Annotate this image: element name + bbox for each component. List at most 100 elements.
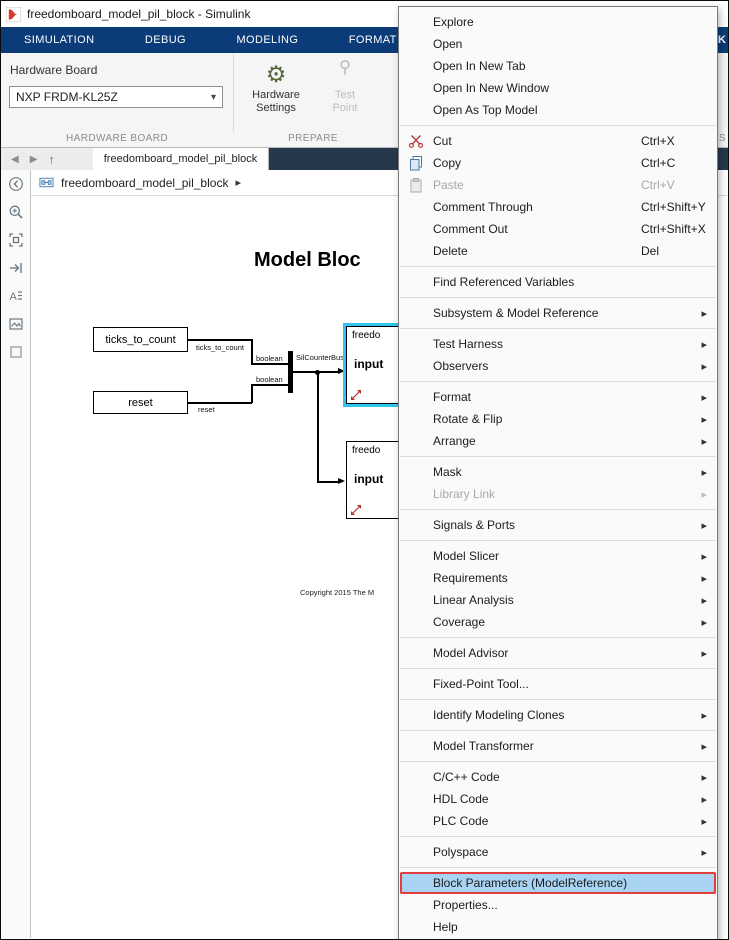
menu-item-label: Signals & Ports — [433, 518, 516, 532]
document-tab[interactable]: freedomboard_model_pil_block — [93, 148, 269, 170]
menu-separator — [400, 540, 716, 541]
signal-wire[interactable] — [317, 481, 339, 483]
signal-wire[interactable] — [251, 384, 289, 386]
menu-item-mask[interactable]: Mask ▸ — [399, 461, 717, 483]
input-port-label: input — [354, 472, 384, 486]
forward-icon[interactable]: ▶ — [29, 153, 38, 165]
up-to-parent-icon[interactable]: ↑ — [48, 151, 55, 167]
menu-item-block-parameters-modelreference[interactable]: Block Parameters (ModelReference) — [400, 872, 716, 894]
menu-item-label: Arrange — [433, 434, 476, 448]
tab-format[interactable]: FORMAT — [348, 34, 397, 46]
menu-item-find-referenced-variables[interactable]: Find Referenced Variables — [399, 271, 717, 293]
annotation-icon[interactable]: A — [8, 288, 24, 304]
menu-item-explore[interactable]: Explore — [399, 11, 717, 33]
menu-item-open-in-new-window[interactable]: Open In New Window — [399, 77, 717, 99]
block-label: ticks_to_count — [105, 333, 176, 346]
block-label: reset — [128, 396, 153, 409]
signal-label: ticks_to_count — [196, 343, 244, 352]
hardware-board-value: NXP FRDM-KL25Z — [16, 90, 118, 104]
breadcrumb-path[interactable]: freedomboard_model_pil_block — [61, 175, 229, 190]
menu-item-delete[interactable]: Delete Del — [399, 240, 717, 262]
signal-wire[interactable] — [188, 339, 252, 341]
menu-item-library-link: Library Link▸ — [399, 483, 717, 505]
hide-browser-icon[interactable] — [8, 176, 24, 192]
open-model-badge-icon[interactable] — [350, 503, 362, 515]
menu-item-format[interactable]: Format▸ — [399, 386, 717, 408]
menu-item-observers[interactable]: Observers▸ — [399, 355, 717, 377]
submenu-arrow-icon: ▸ — [701, 466, 707, 479]
hardware-settings-button[interactable]: ⚙ Hardware Settings — [243, 59, 309, 115]
select-area-icon[interactable] — [8, 344, 24, 360]
menu-separator — [400, 730, 716, 731]
menu-separator — [400, 381, 716, 382]
tab-modeling[interactable]: MODELING — [236, 34, 299, 46]
signal-wire[interactable] — [317, 372, 319, 482]
menu-item-fixed-point-tool[interactable]: Fixed-Point Tool... — [399, 673, 717, 695]
menu-item-label: Open — [433, 37, 463, 51]
signal-wire[interactable] — [251, 363, 289, 365]
menu-item-label: Properties... — [433, 898, 498, 912]
menu-item-plc-code[interactable]: PLC Code▸ — [399, 810, 717, 832]
menu-item-properties[interactable]: Properties... — [399, 894, 717, 916]
menu-item-open-in-new-tab[interactable]: Open In New Tab — [399, 55, 717, 77]
submenu-arrow-icon: ▸ — [701, 740, 707, 753]
menu-item-arrange[interactable]: Arrange▸ — [399, 430, 717, 452]
menu-item-hdl-code[interactable]: HDL Code▸ — [399, 788, 717, 810]
zoom-icon[interactable] — [8, 204, 24, 220]
menu-item-label: Comment Through — [433, 200, 533, 214]
menu-item-subsystem-model-reference[interactable]: Subsystem & Model Reference▸ — [399, 302, 717, 324]
submenu-arrow-icon: ▸ — [701, 519, 707, 532]
menu-shortcut: Del — [641, 244, 660, 258]
menu-item-model-transformer[interactable]: Model Transformer ▸ — [399, 735, 717, 757]
tab-debug[interactable]: DEBUG — [144, 34, 186, 46]
menu-item-open-as-top-model[interactable]: Open As Top Model — [399, 99, 717, 121]
menu-item-identify-modeling-clones[interactable]: Identify Modeling Clones▸ — [399, 704, 717, 726]
hardware-board-dropdown[interactable]: NXP FRDM-KL25Z ▾ — [9, 86, 223, 108]
viewmarks-icon[interactable] — [8, 316, 24, 332]
signal-wire[interactable] — [251, 384, 253, 403]
block-ticks-to-count[interactable]: ticks_to_count — [93, 327, 188, 352]
hardware-settings-label-2: Settings — [256, 102, 296, 114]
navigate-forward-icon[interactable] — [8, 260, 24, 276]
submenu-arrow-icon: ▸ — [701, 572, 707, 585]
menu-item-linear-analysis[interactable]: Linear Analysis▸ — [399, 589, 717, 611]
menu-item-label: Identify Modeling Clones — [433, 708, 565, 722]
menu-item-model-advisor[interactable]: Model Advisor▸ — [399, 642, 717, 664]
submenu-arrow-icon: ▸ — [701, 815, 707, 828]
menu-item-coverage[interactable]: Coverage▸ — [399, 611, 717, 633]
menu-item-help[interactable]: Help — [399, 916, 717, 938]
mux-block[interactable] — [288, 351, 293, 393]
menu-shortcut: Ctrl+V — [641, 178, 675, 192]
hardware-board-caption: HARDWARE BOARD — [66, 133, 168, 144]
menu-item-label: Mask — [433, 465, 462, 479]
submenu-arrow-icon: ▸ — [701, 338, 707, 351]
menu-item-c-c-code[interactable]: C/C++ Code▸ — [399, 766, 717, 788]
fit-to-view-icon[interactable] — [8, 232, 24, 248]
menu-item-model-slicer[interactable]: Model Slicer▸ — [399, 545, 717, 567]
submenu-arrow-icon: ▸ — [701, 413, 707, 426]
menu-item-rotate-flip[interactable]: Rotate & Flip▸ — [399, 408, 717, 430]
menu-item-requirements[interactable]: Requirements▸ — [399, 567, 717, 589]
tab-simulation[interactable]: SIMULATION — [24, 34, 95, 46]
menu-item-open[interactable]: Open — [399, 33, 717, 55]
open-model-badge-icon[interactable] — [350, 388, 362, 400]
menu-item-polyspace[interactable]: Polyspace▸ — [399, 841, 717, 863]
menu-item-label: Delete — [433, 244, 468, 258]
submenu-arrow-icon: ▸ — [701, 616, 707, 629]
signal-wire[interactable] — [188, 402, 252, 404]
menu-item-test-harness[interactable]: Test Harness▸ — [399, 333, 717, 355]
wire-arrowhead — [338, 368, 345, 374]
signal-wire[interactable] — [251, 339, 253, 364]
block-reset[interactable]: reset — [93, 391, 188, 414]
back-icon[interactable]: ◀ — [11, 153, 19, 165]
menu-item-label: Model Transformer — [433, 739, 534, 753]
test-point-label-2: Point — [332, 102, 358, 114]
menu-item-label: Library Link — [433, 487, 496, 501]
menu-item-signals-ports[interactable]: Signals & Ports ▸ — [399, 514, 717, 536]
